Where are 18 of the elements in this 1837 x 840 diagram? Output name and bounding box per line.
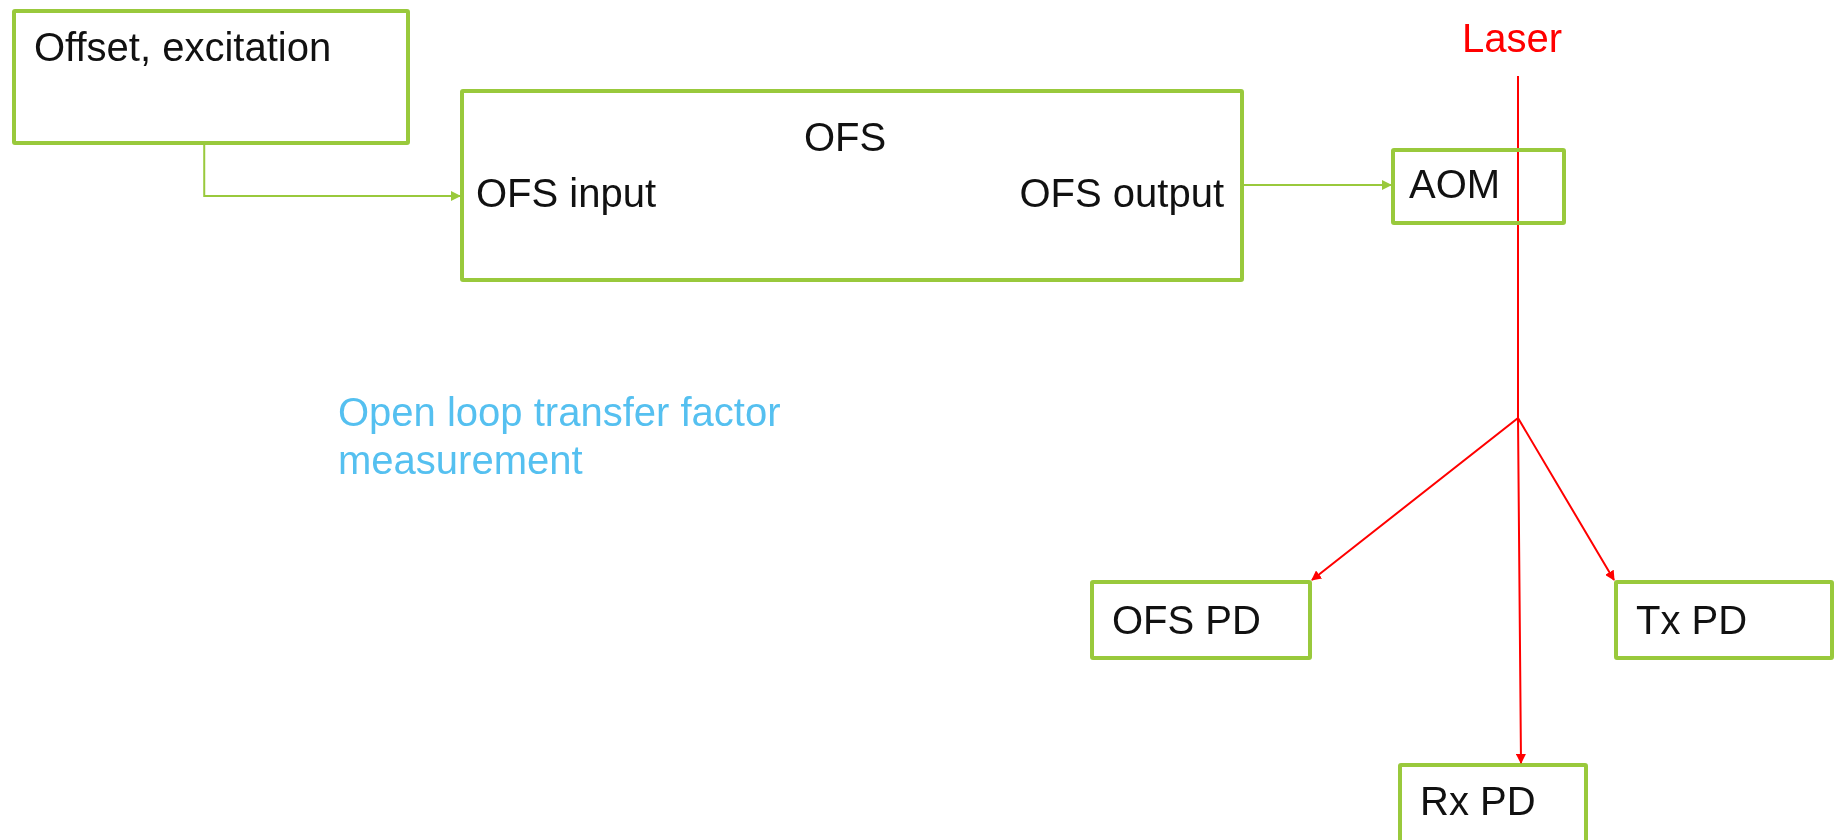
process-box: [12, 9, 410, 145]
process-box: [460, 89, 1244, 282]
arrow: [203, 144, 461, 201]
process-box: [1090, 580, 1312, 660]
box-label: Tx PD: [1636, 598, 1748, 643]
box-label: AOM: [1409, 162, 1501, 207]
arrow: [1243, 180, 1392, 190]
box-label: OFS input: [476, 171, 657, 216]
box-label: Rx PD: [1420, 779, 1536, 824]
process-box: [1398, 763, 1588, 840]
box-label: OFS: [804, 115, 887, 160]
box-label: OFS PD: [1112, 598, 1261, 643]
process-box: [1614, 580, 1834, 660]
box-label: OFS output: [1019, 171, 1224, 216]
laser-label: Laser: [1462, 16, 1563, 61]
process-box: [1391, 148, 1566, 225]
note-text: Open loop transfer factor measurement: [338, 389, 782, 484]
box-label: Offset, excitation: [34, 25, 333, 70]
